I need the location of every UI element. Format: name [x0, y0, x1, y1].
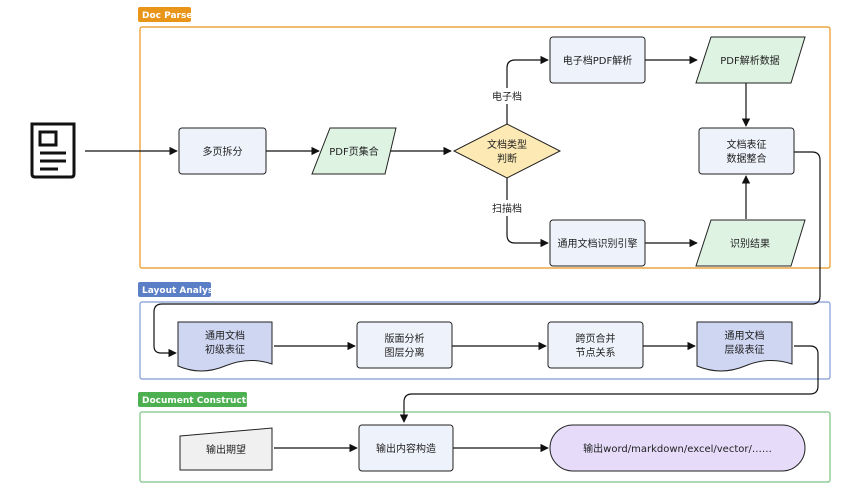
layout-analysis-label: Layout Analysis [142, 286, 222, 296]
node-hier-repr: 通用文档 层级表征 [696, 321, 793, 372]
node-layout-split-label-1: 版面分析 [385, 332, 425, 345]
node-output-format: 输出word/markdown/excel/vector/…… [549, 424, 806, 472]
node-pdf-set-label: PDF页集合 [329, 145, 378, 158]
node-e-parse: 电子档PDF解析 [549, 36, 646, 84]
node-content-build-label: 输出内容构造 [376, 442, 436, 455]
layout-analysis-tag: Layout Analysis [138, 282, 222, 297]
document-icon [30, 122, 76, 179]
node-integrate-label-2: 数据整合 [727, 152, 767, 165]
doc-parser-frame [139, 26, 831, 269]
node-init-repr-label-2: 初级表征 [205, 343, 245, 356]
node-cross-page: 跨页合并 节点关系 [547, 321, 644, 369]
node-pdf-set: PDF页集合 [311, 127, 397, 175]
node-output-format-label: 输出word/markdown/excel/vector/…… [583, 442, 772, 455]
node-type-judge: 文档类型 判断 [452, 123, 562, 179]
doc-construction-frame [139, 411, 831, 483]
node-split-label: 多页拆分 [203, 145, 243, 158]
node-layout-split: 版面分析 图层分离 [356, 321, 453, 369]
node-pdf-data-label: PDF解析数据 [720, 54, 779, 67]
node-init-repr: 通用文档 初级表征 [177, 321, 273, 372]
node-init-repr-label-1: 通用文档 [205, 329, 245, 342]
node-pdf-data: PDF解析数据 [695, 36, 806, 84]
node-ocr-engine-label: 通用文档识别引擎 [558, 237, 638, 250]
edge-integrate-initrepr [153, 151, 821, 358]
doc-construction-label: Document Construction [142, 396, 262, 406]
node-e-parse-label: 电子档PDF解析 [563, 54, 632, 67]
node-split: 多页拆分 [178, 127, 267, 175]
node-integrate-label-1: 文档表征 [727, 138, 767, 151]
node-output-expect: 输出期望 [179, 427, 273, 471]
edge-judge-ocr [506, 178, 549, 248]
doc-parser-label: Doc Parser [142, 11, 197, 21]
doc-parser-tag: Doc Parser [138, 7, 197, 22]
edge-label-electronic: 电子档 [489, 88, 527, 104]
node-ocr-result-label: 识别结果 [730, 237, 770, 250]
doc-construction-tag: Document Construction [138, 392, 262, 407]
edge-judge-eparse [506, 55, 549, 124]
connectors [85, 55, 821, 453]
node-type-judge-label-1: 文档类型 [487, 138, 527, 151]
node-output-expect-label: 输出期望 [206, 443, 246, 456]
edge-label-electronic-text: 电子档 [492, 90, 522, 103]
edge-hier-build [399, 345, 819, 423]
node-hier-repr-label-1: 通用文档 [725, 329, 765, 342]
layout-analysis-frame [139, 301, 831, 380]
edge-label-scanned: 扫描档 [489, 200, 527, 216]
node-layout-split-label-2: 图层分离 [385, 346, 425, 359]
node-integrate: 文档表征 数据整合 [698, 127, 795, 175]
node-hier-repr-label-2: 层级表征 [725, 343, 765, 356]
node-type-judge-label-2: 判断 [497, 152, 517, 165]
node-ocr-engine: 通用文档识别引擎 [549, 219, 646, 267]
node-content-build: 输出内容构造 [358, 424, 454, 472]
node-ocr-result: 识别结果 [695, 219, 806, 267]
node-cross-page-label-2: 节点关系 [576, 346, 616, 359]
edge-label-scanned-text: 扫描档 [492, 202, 522, 215]
node-cross-page-label-1: 跨页合并 [576, 332, 616, 345]
